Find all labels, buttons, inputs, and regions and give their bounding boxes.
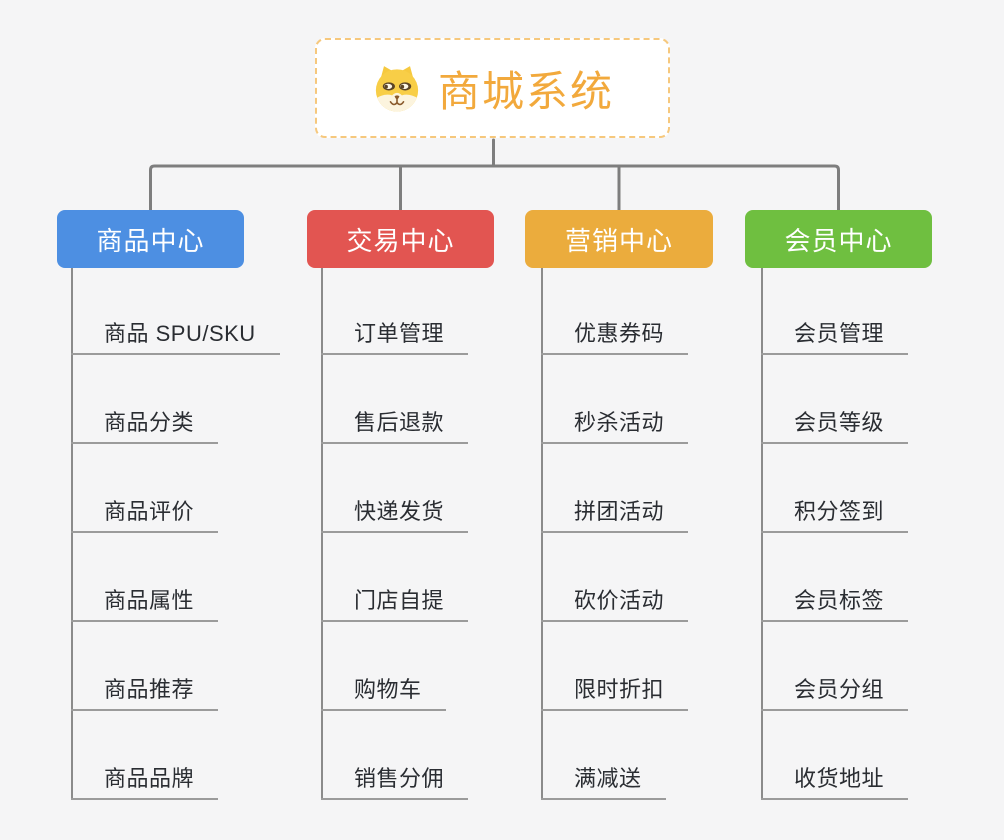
branch-spine-marketing [541, 268, 543, 800]
child-node[interactable]: 销售分佣 [321, 760, 469, 800]
branch-spine-product [71, 268, 73, 800]
child-node[interactable]: 砍价活动 [541, 582, 689, 622]
child-node[interactable]: 会员标签 [761, 582, 909, 622]
child-node[interactable]: 拼团活动 [541, 493, 689, 533]
child-node[interactable]: 商品 SPU/SKU [71, 315, 280, 355]
child-node[interactable]: 会员等级 [761, 404, 909, 444]
shiba-dog-icon [375, 66, 419, 112]
branch-label: 交易中心 [346, 225, 455, 256]
branch-node-marketing-center[interactable]: 营销中心 [525, 210, 713, 268]
branch-label: 营销中心 [564, 225, 673, 256]
child-node[interactable]: 秒杀活动 [541, 404, 689, 444]
child-node[interactable]: 满减送 [541, 760, 666, 800]
child-node[interactable]: 商品分类 [71, 404, 219, 444]
child-node[interactable]: 会员分组 [761, 671, 909, 711]
child-node[interactable]: 收货地址 [761, 760, 909, 800]
branch-node-member-center[interactable]: 会员中心 [745, 210, 932, 268]
child-node[interactable]: 售后退款 [321, 404, 469, 444]
root-node-label: 商城系统 [437, 67, 614, 115]
child-node[interactable]: 积分签到 [761, 493, 909, 533]
root-node-mall-system[interactable]: 商城系统 [315, 38, 670, 138]
child-node[interactable]: 订单管理 [321, 315, 469, 355]
branch-spine-trade [321, 268, 323, 800]
branch-label: 会员中心 [784, 225, 893, 256]
child-node[interactable]: 商品品牌 [71, 760, 219, 800]
child-node[interactable]: 商品属性 [71, 582, 219, 622]
dog-eyes [382, 82, 412, 91]
child-node[interactable]: 限时折扣 [541, 671, 689, 711]
child-node[interactable]: 商品推荐 [71, 671, 219, 711]
child-node[interactable]: 购物车 [321, 671, 446, 711]
branch-spine-member [761, 268, 763, 800]
child-node[interactable]: 优惠券码 [541, 315, 689, 355]
child-node[interactable]: 会员管理 [761, 315, 909, 355]
branch-node-product-center[interactable]: 商品中心 [57, 210, 244, 268]
branch-node-trade-center[interactable]: 交易中心 [307, 210, 494, 268]
branch-label: 商品中心 [96, 225, 205, 256]
root-branch-connectors [149, 138, 840, 212]
child-node[interactable]: 快递发货 [321, 493, 469, 533]
child-node[interactable]: 商品评价 [71, 493, 219, 533]
child-node[interactable]: 门店自提 [321, 582, 469, 622]
